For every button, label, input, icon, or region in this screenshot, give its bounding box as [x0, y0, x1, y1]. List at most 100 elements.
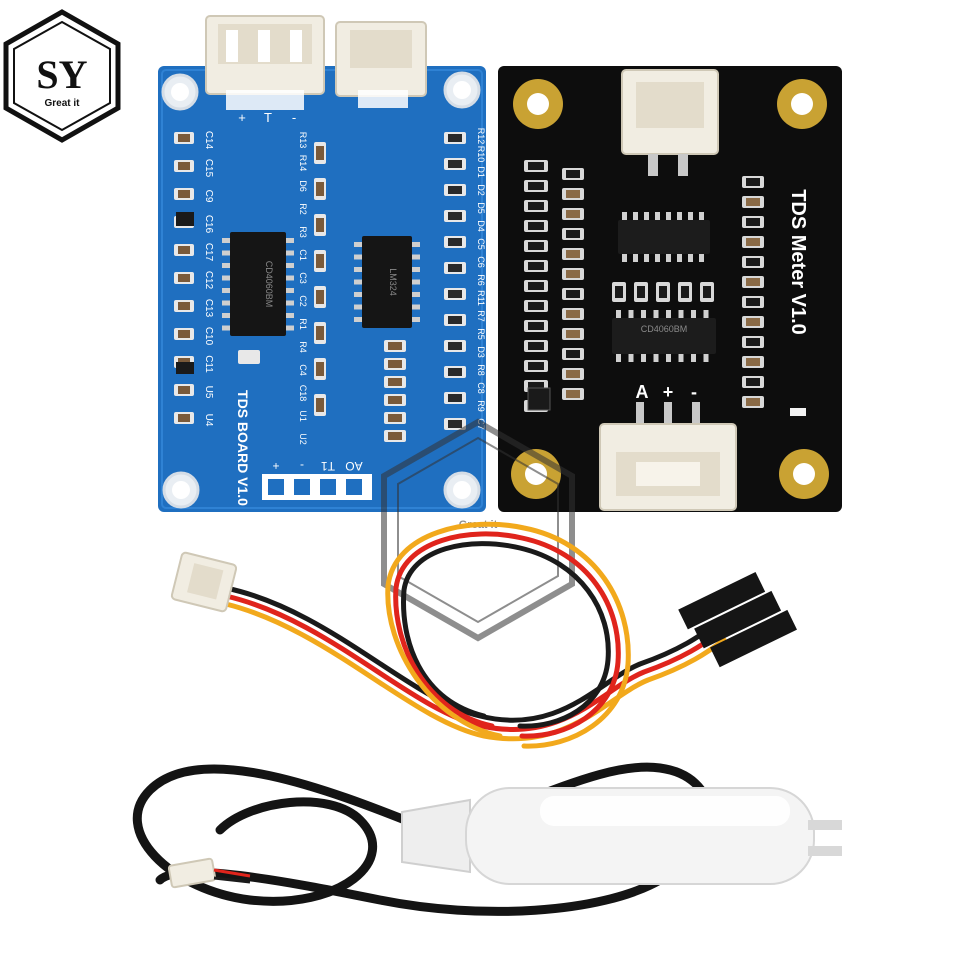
ic-pin — [688, 254, 693, 262]
ref-label: D5 — [476, 202, 486, 214]
ic-pin — [222, 238, 230, 243]
pin-label-minus: - — [300, 459, 304, 473]
smd-part — [448, 394, 462, 402]
smd-part — [448, 212, 462, 220]
ic-pin — [286, 288, 294, 293]
ic-pin — [688, 212, 693, 220]
ic-pin — [354, 304, 362, 310]
ref-label: D3 — [476, 346, 486, 358]
ic-pin — [644, 254, 649, 262]
ic-pin — [678, 310, 684, 318]
ref-label: C2 — [298, 295, 308, 307]
ref-label: C4 — [298, 364, 308, 376]
smd-part — [746, 338, 760, 346]
pin-header — [262, 474, 372, 500]
smd-part — [746, 358, 760, 366]
ic-pin — [412, 304, 420, 310]
smd-part — [566, 330, 580, 338]
ref-label: D6 — [298, 180, 308, 192]
smd-part — [388, 378, 402, 386]
ic-pin — [222, 263, 230, 268]
smd-part — [388, 432, 402, 440]
ic-pin — [678, 354, 684, 362]
ref-label: C10 — [203, 327, 214, 346]
ic-pin — [666, 254, 671, 262]
ref-label: C9 — [203, 190, 214, 203]
smd-part — [527, 387, 551, 411]
ref-label: D1 — [476, 166, 486, 178]
smd-part — [178, 134, 190, 142]
tds-meter-board-black: CD4060BM TDS Meter V1.0 A + - — [498, 66, 842, 512]
ic-pin — [286, 263, 294, 268]
ref-label: R6 — [476, 274, 486, 286]
smd-part — [790, 408, 806, 416]
ic-pin — [655, 254, 660, 262]
smd-part — [388, 360, 402, 368]
ref-label: R4 — [298, 341, 308, 353]
smd-part — [528, 162, 544, 170]
smd-part — [746, 278, 760, 286]
ic-u1: CD4060BM — [230, 232, 286, 336]
pin-label-ao: AO — [345, 459, 362, 473]
ic-pins-black — [616, 212, 709, 362]
ref-label: R7 — [476, 310, 486, 322]
smd-part — [448, 368, 462, 376]
ic-pin — [412, 317, 420, 322]
smd-part — [566, 310, 580, 318]
connector-mark-plus: + — [238, 110, 246, 125]
ic-pin — [412, 267, 420, 272]
ic-pin — [655, 212, 660, 220]
ic-pin — [666, 212, 671, 220]
ic-pin — [222, 325, 230, 331]
smd-part — [746, 238, 760, 246]
ic-pin — [286, 313, 294, 318]
ic-black-1 — [618, 220, 710, 254]
ic-pin — [628, 354, 634, 362]
jst-plug — [170, 551, 238, 613]
smd-part — [681, 286, 689, 298]
connector-2pin — [335, 21, 427, 108]
black-board-title: TDS Meter V1.0 — [787, 189, 809, 335]
tds-board-blue: + T - CD4060BM LM324 C14C15C9C16C17C12C1… — [158, 15, 486, 512]
ref-label: R5 — [476, 328, 486, 340]
ic-pin — [622, 212, 627, 220]
smd-part — [528, 362, 544, 370]
ref-label: C3 — [298, 272, 308, 284]
smd-part — [566, 250, 580, 258]
smd-part — [178, 162, 190, 170]
smd-part — [528, 322, 544, 330]
smd-part — [178, 414, 190, 422]
pin-label-plus: + — [272, 459, 279, 473]
ic-pin — [616, 310, 621, 318]
smd-part — [316, 398, 324, 412]
ic-pin — [691, 310, 696, 318]
smd-part — [528, 282, 544, 290]
smd-part — [388, 414, 402, 422]
smd-part — [566, 210, 580, 218]
ic-pin — [354, 279, 362, 285]
ic-pin — [286, 325, 294, 331]
smd-part — [388, 396, 402, 404]
ref-label: C5 — [476, 238, 486, 250]
ic-pin — [222, 300, 230, 306]
ic-pin — [286, 238, 294, 243]
smd-part — [176, 362, 194, 374]
dupont-plug — [678, 571, 797, 668]
smd-part — [448, 264, 462, 272]
connector-mark-minus: - — [292, 110, 296, 125]
ref-label: U4 — [203, 414, 214, 427]
smd-part — [746, 218, 760, 226]
smd-part — [528, 202, 544, 210]
connector-mark-t: T — [264, 110, 272, 125]
ref-label: D4 — [476, 220, 486, 232]
smd-part — [178, 274, 190, 282]
smd-part — [178, 386, 190, 394]
ic-pin — [703, 310, 709, 318]
ref-label: C1 — [298, 249, 308, 261]
pin-label-t1: T1 — [321, 459, 335, 473]
blue-board-title: TDS BOARD V1.0 — [235, 390, 251, 506]
smd-part — [566, 230, 580, 238]
ic-pin — [354, 242, 362, 247]
